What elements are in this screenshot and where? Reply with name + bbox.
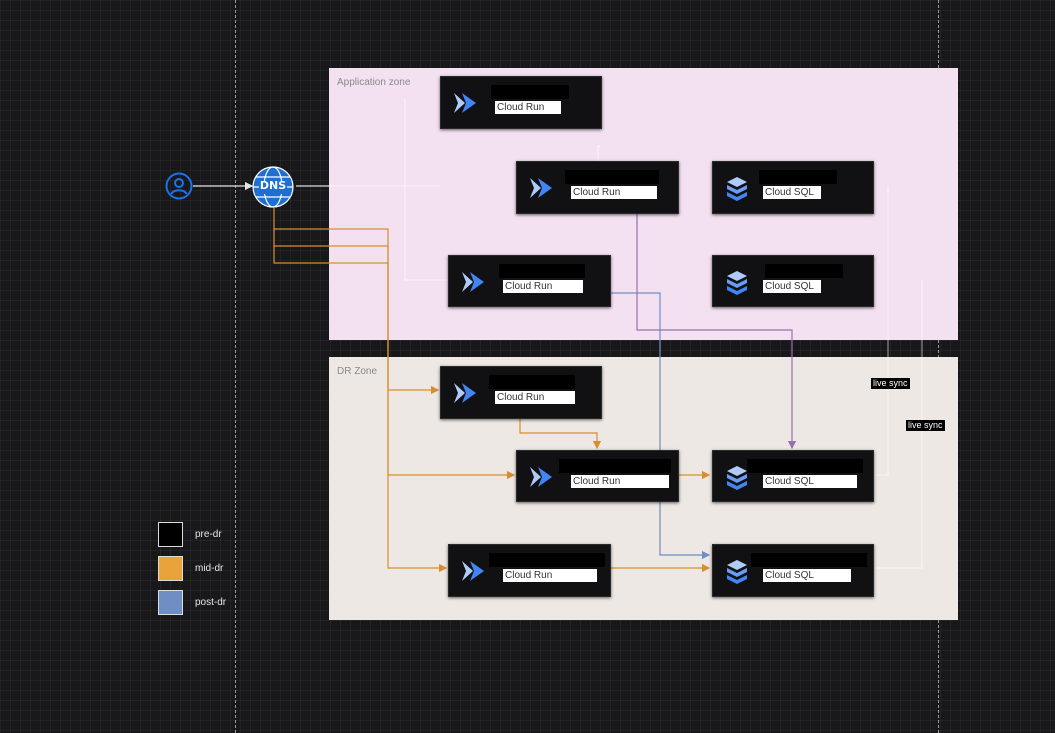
node-caption: Cloud SQL xyxy=(763,280,821,293)
dr-cloud-sql-node-2[interactable]: Cloud SQL xyxy=(712,544,874,597)
dns-label: DNS xyxy=(259,179,287,192)
redacted-name xyxy=(759,170,837,184)
cloud-run-icon xyxy=(454,383,476,403)
node-caption: Cloud Run xyxy=(495,101,561,114)
app-cloud-run-node-2[interactable]: Cloud Run xyxy=(516,161,679,214)
dns-globe: DNS xyxy=(252,166,294,208)
legend-label-pre-dr: pre-dr xyxy=(195,529,222,540)
dr-cloud-run-node-3[interactable]: Cloud Run xyxy=(448,544,611,597)
redacted-name xyxy=(751,553,867,567)
cloud-sql-icon xyxy=(727,177,747,201)
user-icon xyxy=(165,172,193,200)
dns-globe-icon xyxy=(252,166,294,208)
cloud-run-icon xyxy=(462,561,484,581)
dr-cloud-sql-node-1[interactable]: Cloud SQL xyxy=(712,450,874,502)
redacted-name xyxy=(747,459,863,473)
cloud-run-icon xyxy=(530,467,552,487)
dr-cloud-run-node-2[interactable]: Cloud Run xyxy=(516,450,679,502)
legend-swatch-post-dr xyxy=(158,590,183,615)
legend-label-mid-dr: mid-dr xyxy=(195,563,224,574)
legend-swatch-pre-dr xyxy=(158,522,183,547)
redacted-name xyxy=(491,85,569,99)
redacted-name xyxy=(559,459,671,473)
dr-zone-label: DR Zone xyxy=(337,366,378,377)
app-cloud-run-node-1[interactable]: Cloud Run xyxy=(440,76,602,129)
cloud-run-icon xyxy=(530,178,552,198)
node-caption: Cloud Run xyxy=(571,475,669,488)
node-caption: Cloud Run xyxy=(571,186,657,199)
cloud-sql-icon xyxy=(727,466,747,490)
node-caption: Cloud Run xyxy=(503,569,597,582)
node-caption: Cloud Run xyxy=(495,391,575,404)
cloud-run-icon xyxy=(462,272,484,292)
redacted-name xyxy=(765,264,843,278)
redacted-name xyxy=(489,553,605,567)
app-cloud-run-node-3[interactable]: Cloud Run xyxy=(448,255,611,307)
redacted-name xyxy=(489,375,575,389)
application-zone-label: Application zone xyxy=(337,77,411,88)
guide-line-left xyxy=(235,0,236,733)
dr-cloud-run-node-1[interactable]: Cloud Run xyxy=(440,366,602,419)
legend-swatch-mid-dr xyxy=(158,556,183,581)
live-sync-tag: live sync xyxy=(906,420,945,431)
redacted-name xyxy=(499,264,585,278)
node-caption: Cloud SQL xyxy=(763,569,851,582)
node-caption: Cloud SQL xyxy=(763,475,857,488)
node-caption: Cloud SQL xyxy=(763,186,821,199)
live-sync-tag: live sync xyxy=(871,378,910,389)
legend-label-post-dr: post-dr xyxy=(195,597,227,608)
cloud-run-icon xyxy=(454,93,476,113)
app-cloud-sql-node-1[interactable]: Cloud SQL xyxy=(712,161,874,214)
node-caption: Cloud Run xyxy=(503,280,583,293)
cloud-sql-icon xyxy=(727,560,747,584)
redacted-name xyxy=(565,170,659,184)
app-cloud-sql-node-2[interactable]: Cloud SQL xyxy=(712,255,874,307)
cloud-sql-icon xyxy=(727,271,747,295)
